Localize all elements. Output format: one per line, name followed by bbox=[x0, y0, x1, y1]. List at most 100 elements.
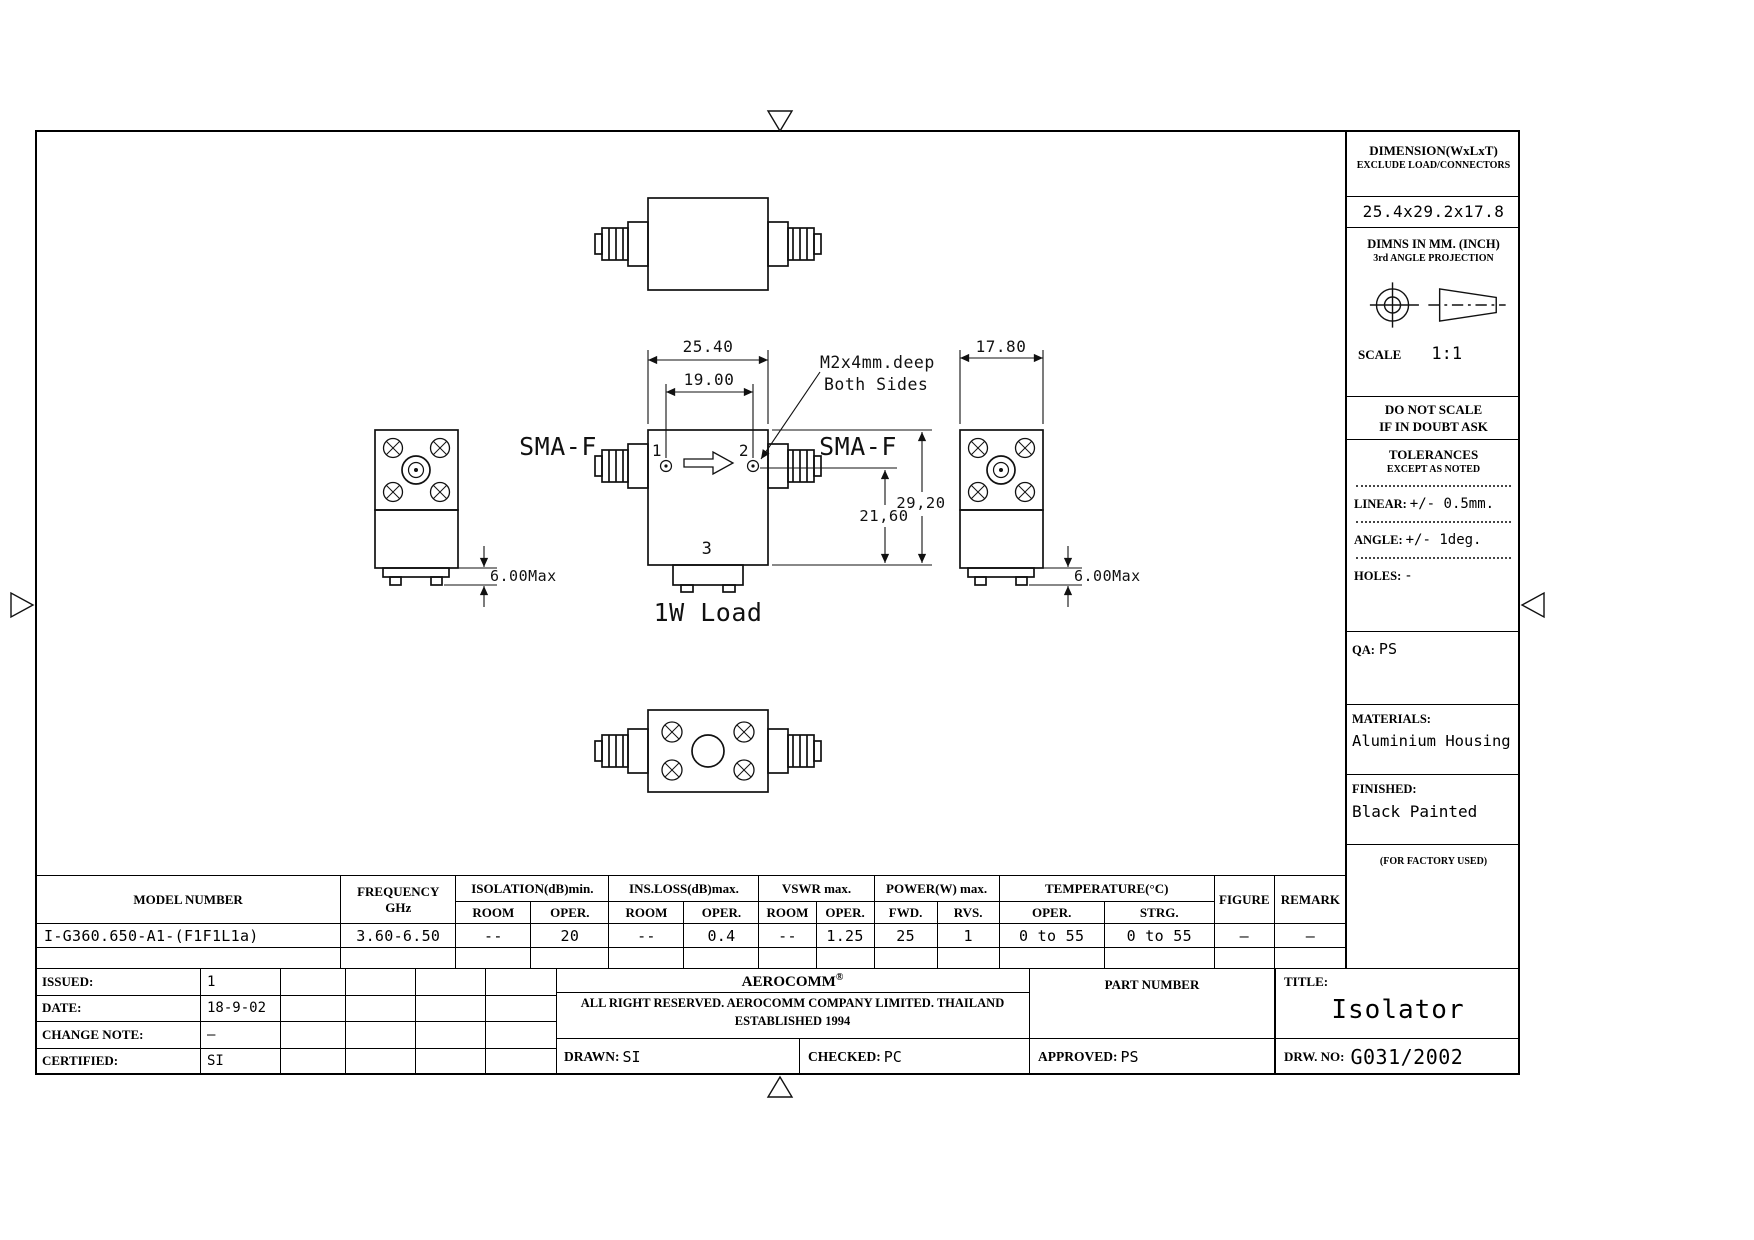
frequency-header: FREQUENCY GHz bbox=[340, 875, 457, 924]
empty-cell bbox=[758, 947, 817, 969]
vswr-header: VSWR max. bbox=[758, 875, 875, 902]
center-mark-right-icon bbox=[1520, 591, 1545, 619]
projection-section: DIMNS IN MM. (INCH) 3rd ANGLE PROJECTION… bbox=[1347, 228, 1520, 397]
part-number-header: PART NUMBER bbox=[1030, 969, 1274, 1039]
checked-value: PC bbox=[883, 1047, 902, 1066]
isolation-header: ISOLATION(dB)min. bbox=[455, 875, 610, 902]
change-note-label: CHANGE NOTE: bbox=[35, 1021, 201, 1049]
temperature-header: TEMPERATURE(°C) bbox=[998, 875, 1215, 902]
certified-row: CERTIFIED: SI bbox=[35, 1047, 557, 1075]
empty-cell bbox=[1273, 947, 1348, 969]
center-mark-bottom-icon bbox=[766, 1075, 794, 1098]
signature-row: DRAWN: SI CHECKED: PC bbox=[556, 1039, 1029, 1074]
subheader-cell: OPER. bbox=[998, 901, 1105, 924]
subheader-cell: OPER. bbox=[530, 901, 610, 924]
empty-cell bbox=[415, 994, 486, 1022]
empty-cell bbox=[345, 968, 416, 996]
power-rvs-value: 1 bbox=[936, 923, 1000, 948]
materials-label: MATERIALS: bbox=[1352, 712, 1431, 726]
frequency-value: 3.60-6.50 bbox=[340, 923, 457, 948]
dotted-divider bbox=[1356, 485, 1511, 487]
empty-cell bbox=[485, 994, 557, 1022]
title-area: TITLE: Isolator DRW. NO: G031/2002 bbox=[1275, 968, 1520, 1075]
units-label: DIMNS IN MM. (INCH) bbox=[1367, 237, 1500, 251]
empty-cell bbox=[415, 1021, 486, 1049]
scale-row: SCALE 1:1 bbox=[1352, 344, 1515, 364]
company-info: AEROCOMM® ALL RIGHT RESERVED. AEROCOMM C… bbox=[556, 969, 1029, 1039]
insloss-oper-value: 0.4 bbox=[683, 923, 760, 948]
change-note-value: – bbox=[200, 1021, 281, 1049]
center-mark-top-icon bbox=[766, 110, 794, 133]
temp-strg-value: 0 to 55 bbox=[1103, 923, 1215, 948]
vswr-oper-value: 1.25 bbox=[815, 923, 875, 948]
remark-header: REMARK bbox=[1273, 875, 1348, 924]
model-number-value: I-G360.650-A1-(F1F1L1a) bbox=[34, 923, 342, 948]
subheader-cell: RVS. bbox=[936, 901, 1000, 924]
company-block: AEROCOMM® ALL RIGHT RESERVED. AEROCOMM C… bbox=[556, 968, 1030, 1075]
dimension-note: EXCLUDE LOAD/CONNECTORS bbox=[1356, 160, 1511, 171]
subheader-cell: OPER. bbox=[815, 901, 875, 924]
dimension-section: DIMENSION(WxLxT) EXCLUDE LOAD/CONNECTORS bbox=[1347, 130, 1520, 197]
insloss-room-value: -- bbox=[608, 923, 685, 948]
title-block: DIMENSION(WxLxT) EXCLUDE LOAD/CONNECTORS… bbox=[1345, 130, 1520, 968]
empty-cell bbox=[34, 947, 342, 969]
vswr-room-value: -- bbox=[758, 923, 817, 948]
empty-cell bbox=[280, 994, 346, 1022]
issued-row: ISSUED: 1 bbox=[35, 968, 557, 996]
revision-table: ISSUED: 1 DATE: 18-9-02 CHANGE NOTE: – C… bbox=[35, 968, 557, 1075]
third-angle-projection-icon bbox=[1369, 282, 1506, 328]
empty-cell bbox=[340, 947, 457, 969]
empty-cell bbox=[280, 1047, 346, 1075]
center-mark-left-icon bbox=[10, 591, 35, 619]
empty-cell bbox=[936, 947, 1000, 969]
empty-cell bbox=[485, 1021, 557, 1049]
qa-label: QA: bbox=[1352, 643, 1375, 657]
subheader-cell: FWD. bbox=[873, 901, 938, 924]
title-label: TITLE: bbox=[1284, 974, 1329, 989]
materials-section: MATERIALS: Aluminium Housing bbox=[1347, 705, 1520, 775]
angle-tolerance: ANGLE:+/- 1deg. bbox=[1354, 532, 1482, 548]
empty-cell bbox=[485, 968, 557, 996]
date-label: DATE: bbox=[35, 994, 201, 1022]
materials-value: Aluminium Housing bbox=[1352, 732, 1511, 750]
insloss-header: INS.LOSS(dB)max. bbox=[608, 875, 760, 902]
checked-cell: CHECKED: PC bbox=[808, 1047, 902, 1066]
do-not-scale-note: DO NOT SCALE IF IN DOUBT ASK bbox=[1347, 397, 1520, 440]
empty-cell bbox=[1103, 947, 1215, 969]
power-fwd-value: 25 bbox=[873, 923, 938, 948]
subheader-cell: OPER. bbox=[683, 901, 760, 924]
qa-section: QA: PS bbox=[1347, 632, 1520, 705]
company-established-line: ESTABLISHED 1994 bbox=[734, 1014, 851, 1028]
empty-cell bbox=[485, 1047, 557, 1075]
empty-cell bbox=[1213, 947, 1275, 969]
empty-cell bbox=[345, 1021, 416, 1049]
drw-no-label: DRW. NO: bbox=[1284, 1049, 1345, 1064]
subheader-cell: ROOM bbox=[608, 901, 685, 924]
company-rights-line: ALL RIGHT RESERVED. AEROCOMM COMPANY LIM… bbox=[580, 996, 1005, 1010]
date-value: 18-9-02 bbox=[200, 994, 281, 1022]
empty-cell bbox=[280, 968, 346, 996]
spec-table: MODEL NUMBER FREQUENCY GHz ISOLATION(dB)… bbox=[34, 875, 1348, 969]
title-cell: TITLE: Isolator bbox=[1276, 969, 1520, 1039]
finished-label: FINISHED: bbox=[1352, 782, 1417, 796]
factory-note-section: (FOR FACTORY USED) bbox=[1347, 845, 1520, 968]
empty-cell bbox=[998, 947, 1105, 969]
subheader-cell: ROOM bbox=[455, 901, 532, 924]
date-row: DATE: 18-9-02 bbox=[35, 994, 557, 1022]
linear-tolerance: LINEAR:+/- 0.5mm. bbox=[1354, 496, 1495, 512]
empty-cell bbox=[415, 1047, 486, 1075]
drawn-cell: DRAWN: SI bbox=[556, 1039, 800, 1074]
remark-value: – bbox=[1273, 923, 1348, 948]
issued-value: 1 bbox=[200, 968, 281, 996]
power-header: POWER(W) max. bbox=[873, 875, 1000, 902]
dimension-label: DIMENSION(WxLxT) bbox=[1369, 143, 1498, 158]
dotted-divider bbox=[1356, 521, 1511, 523]
temp-oper-value: 0 to 55 bbox=[998, 923, 1105, 948]
figure-value: – bbox=[1213, 923, 1275, 948]
subheader-cell: ROOM bbox=[758, 901, 817, 924]
empty-cell bbox=[345, 1047, 416, 1075]
finished-value: Black Painted bbox=[1352, 802, 1478, 821]
drawing-title: Isolator bbox=[1331, 995, 1465, 1025]
isolation-oper-value: 20 bbox=[530, 923, 610, 948]
